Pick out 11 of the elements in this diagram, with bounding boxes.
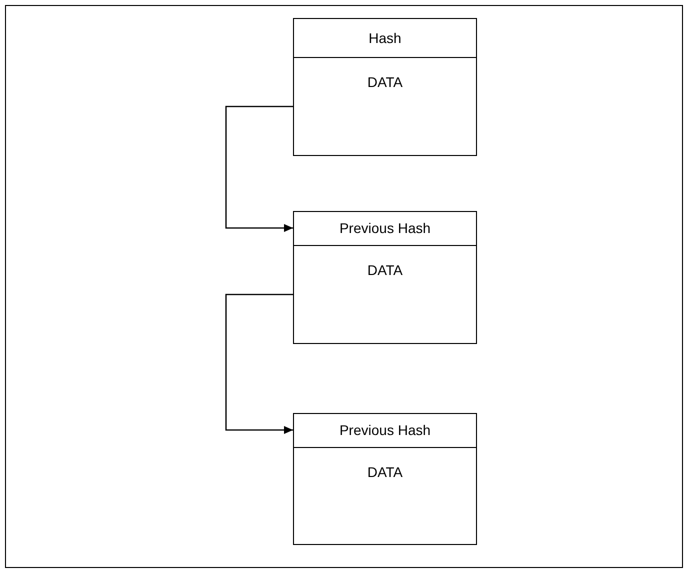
connector-arrow [225,294,293,434]
block-box [293,413,477,545]
block-header: Previous Hash [339,219,431,238]
block-box [293,18,477,156]
block-header: Hash [368,28,402,48]
block-header: Previous Hash [339,421,431,440]
block-body: DATA [367,73,403,92]
block-box [293,211,477,344]
block-body: DATA [367,463,403,482]
connector-arrow [225,106,293,232]
block-body: DATA [367,261,403,280]
